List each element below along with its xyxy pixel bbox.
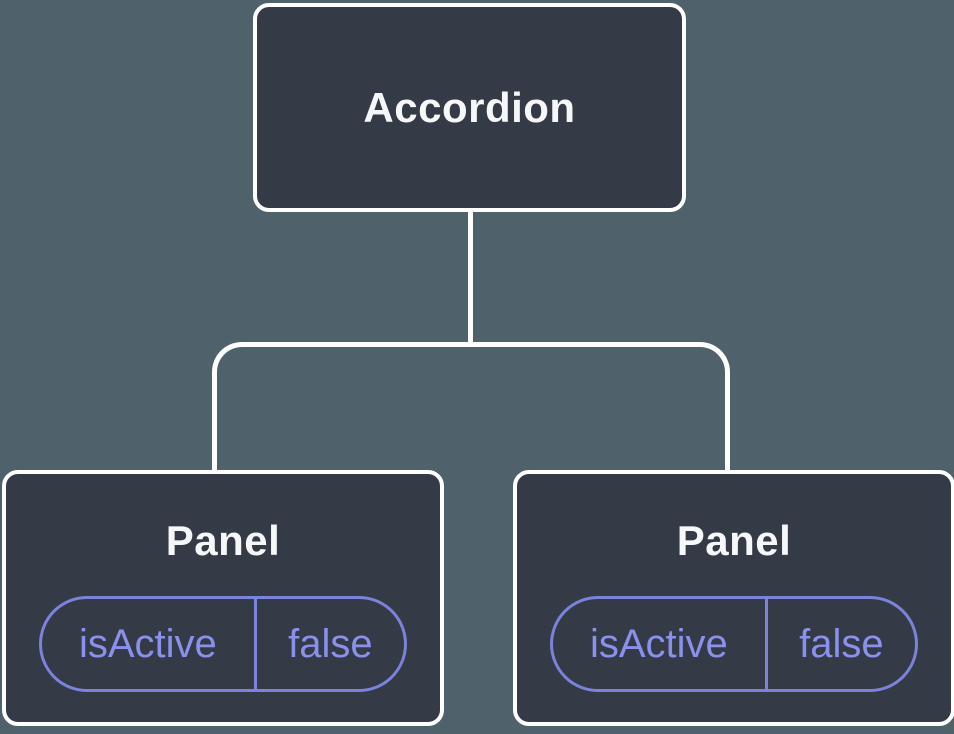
state-value-left: false — [288, 622, 373, 666]
state-pill-left: isActive false — [39, 596, 407, 692]
accordion-node: Accordion — [253, 3, 686, 212]
connector-stem — [468, 212, 473, 346]
state-name-right: isActive — [553, 599, 768, 689]
panel-node-left: Panel isActive false — [2, 470, 444, 726]
state-value-right: false — [799, 622, 884, 666]
state-name-left: isActive — [42, 599, 257, 689]
connector-branch — [212, 342, 730, 470]
state-pill-right: isActive false — [550, 596, 918, 692]
panel-node-right: Panel isActive false — [513, 470, 954, 726]
panel-node-left-label: Panel — [165, 517, 281, 564]
accordion-node-label: Accordion — [363, 83, 576, 131]
panel-node-right-label: Panel — [676, 517, 792, 564]
